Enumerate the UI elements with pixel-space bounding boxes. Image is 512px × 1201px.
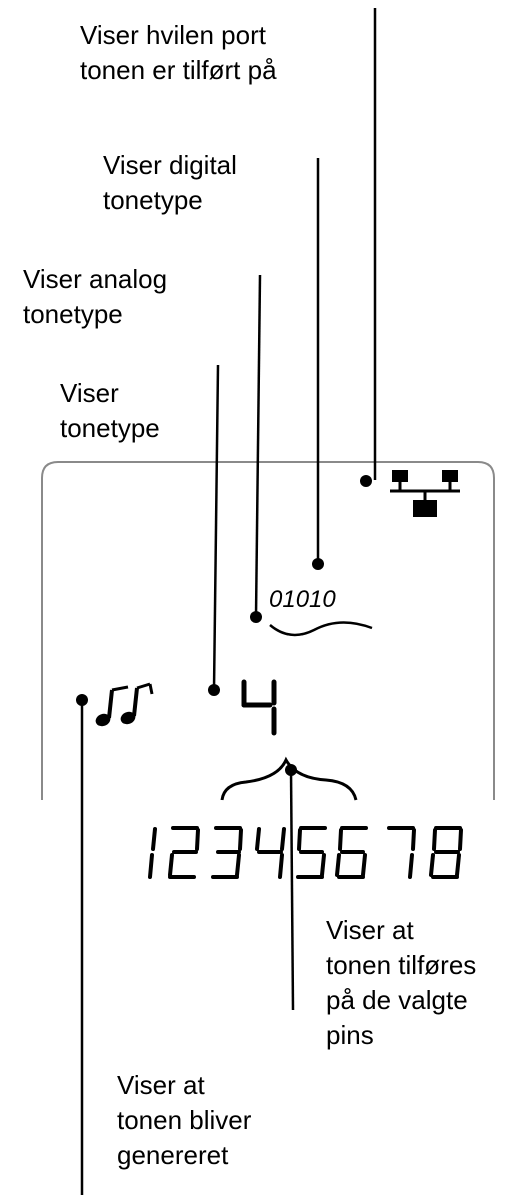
leader-pins bbox=[289, 769, 295, 1011]
callout-digital-line-2: tonetype bbox=[103, 185, 203, 215]
network-port-icon bbox=[390, 470, 460, 517]
leader-analog bbox=[254, 274, 262, 617]
callout-generated-line-1: Viser at bbox=[117, 1070, 205, 1100]
callout-port-line-2: tonen er tilført på bbox=[80, 55, 277, 85]
leader-analog-dot bbox=[250, 611, 262, 623]
leader-tonetype-dot bbox=[208, 684, 220, 696]
pin-digit-2 bbox=[168, 826, 200, 879]
callout-pins-line-2: tonen tilføres bbox=[326, 950, 477, 980]
callout-tonetype: Viser tonetype bbox=[60, 376, 160, 446]
callout-tonetype-line-1: Viser bbox=[60, 378, 119, 408]
leader-pins-dot bbox=[285, 764, 297, 776]
pin-digit-4 bbox=[255, 827, 286, 879]
pin-digit-6 bbox=[335, 826, 368, 879]
leader-digital-dot bbox=[312, 558, 324, 570]
lcd-frame bbox=[41, 461, 495, 800]
callout-pins-line-1: Viser at bbox=[326, 915, 414, 945]
pin-digits bbox=[148, 826, 463, 879]
pin-digit-5 bbox=[296, 826, 327, 879]
callout-generated-line-2: tonen bliver bbox=[117, 1105, 252, 1135]
tone-digit-4 bbox=[241, 679, 277, 736]
digital-code-text: 01010 bbox=[269, 586, 336, 613]
pin-digit-7 bbox=[387, 826, 416, 879]
callout-pins-line-3: på de valgte bbox=[326, 985, 468, 1015]
music-notes-icon bbox=[95, 682, 154, 727]
callout-pins-line-4: pins bbox=[326, 1020, 374, 1050]
callout-generated-line-3: genereret bbox=[117, 1140, 229, 1170]
callout-digital: Viser digital tonetype bbox=[103, 148, 237, 218]
callout-analog-line-2: tonetype bbox=[23, 299, 123, 329]
analog-wave-icon bbox=[269, 621, 373, 637]
callout-pins: Viser at tonen tilføres på de valgte pin… bbox=[326, 913, 476, 1053]
callout-analog-line-1: Viser analog bbox=[23, 264, 168, 294]
callout-digital-line-1: Viser digital bbox=[103, 150, 237, 180]
callout-port: Viser hvilen port tonen er tilført på bbox=[80, 18, 277, 88]
pin-selection-brace bbox=[220, 756, 358, 801]
leader-lines bbox=[76, 8, 377, 1195]
callout-port-line-1: Viser hvilen port bbox=[80, 20, 266, 50]
callout-analog: Viser analog tonetype bbox=[23, 262, 167, 332]
pin-digit-1 bbox=[148, 827, 157, 879]
pin-digit-3 bbox=[211, 826, 243, 879]
callout-tonetype-line-2: tonetype bbox=[60, 413, 160, 443]
leader-tonetype bbox=[212, 364, 220, 691]
leader-generated-dot bbox=[76, 694, 88, 706]
callout-generated: Viser at tonen bliver genereret bbox=[117, 1068, 251, 1173]
pin-digit-8 bbox=[429, 826, 463, 879]
leader-port-dot bbox=[360, 475, 372, 487]
